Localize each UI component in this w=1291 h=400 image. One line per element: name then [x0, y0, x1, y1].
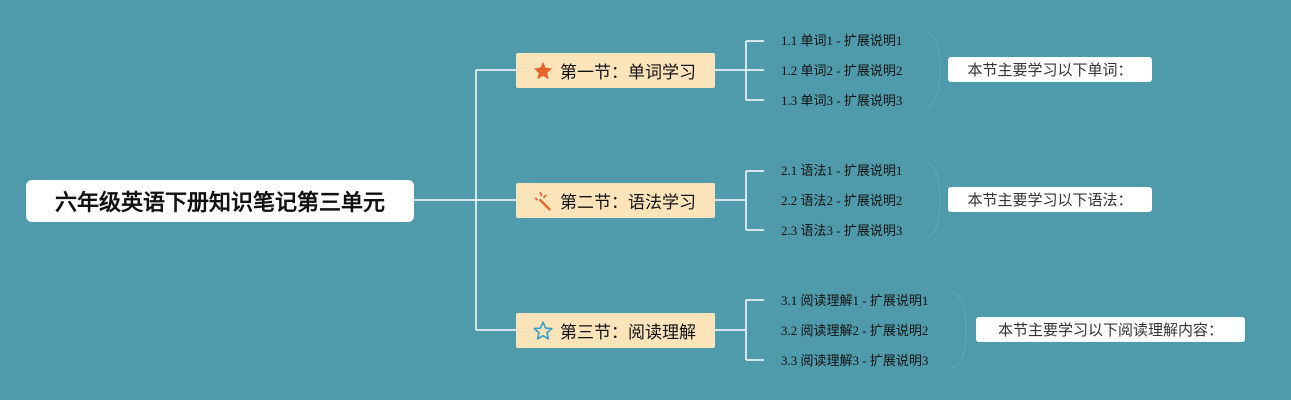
summary-brace-1	[925, 31, 941, 109]
section-node-1[interactable]: 第一节：单词学习	[516, 53, 715, 88]
summary-box-1[interactable]: 本节主要学习以下单词：	[948, 57, 1152, 82]
summary-box-2[interactable]: 本节主要学习以下语法：	[948, 187, 1152, 212]
summary-brace-2	[925, 161, 941, 239]
section-3-label: 第三节：阅读理解	[560, 323, 696, 343]
leaf-item[interactable]: 3.3 阅读理解3 - 扩展说明3	[781, 353, 929, 368]
section-1-label: 第一节：单词学习	[560, 63, 696, 83]
summary-1-label: 本节主要学习以下单词：	[967, 61, 1133, 79]
summary-box-3[interactable]: 本节主要学习以下阅读理解内容：	[976, 317, 1245, 342]
leaf-item[interactable]: 2.1 语法1 - 扩展说明1	[781, 163, 903, 178]
outline-star-icon	[532, 320, 554, 342]
leaf-item[interactable]: 1.3 单词3 - 扩展说明3	[781, 93, 903, 108]
root-topic-label: 六年级英语下册知识笔记第三单元	[54, 191, 385, 216]
leaf-item[interactable]: 1.1 单词1 - 扩展说明1	[781, 33, 903, 48]
section-node-2[interactable]: 第二节：语法学习	[516, 183, 715, 218]
leaf-item[interactable]: 3.1 阅读理解1 - 扩展说明1	[781, 293, 929, 308]
leaf-item[interactable]: 3.2 阅读理解2 - 扩展说明2	[781, 323, 929, 338]
summary-2-label: 本节主要学习以下语法：	[967, 191, 1133, 209]
leaf-item[interactable]: 2.2 语法2 - 扩展说明2	[781, 193, 903, 208]
leaf-item[interactable]: 1.2 单词2 - 扩展说明2	[781, 63, 903, 78]
root-topic[interactable]: 六年级英语下册知识笔记第三单元	[26, 180, 414, 222]
summary-3-label: 本节主要学习以下阅读理解内容：	[997, 321, 1223, 339]
magic-wand-icon	[532, 190, 554, 212]
summary-brace-3	[951, 291, 967, 369]
leaf-item[interactable]: 2.3 语法3 - 扩展说明3	[781, 223, 903, 238]
section-node-3[interactable]: 第三节：阅读理解	[516, 313, 715, 348]
section-2-label: 第二节：语法学习	[560, 193, 696, 213]
filled-star-icon	[532, 60, 554, 82]
